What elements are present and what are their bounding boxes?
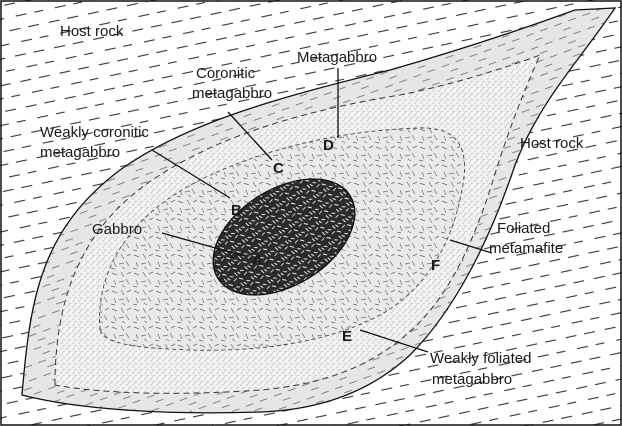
label-weakly-coronitic-line2: metagabbro	[40, 144, 120, 161]
label-host-rock-right: Host rock	[520, 135, 584, 152]
zone-letter-b: B	[231, 202, 242, 219]
label-gabbro: Gabbro	[92, 221, 142, 238]
zone-letter-f: F	[431, 257, 440, 274]
label-coronitic-line1: Coronitic	[196, 65, 256, 82]
label-weakly-foliated-line2: metagabbro	[432, 371, 512, 388]
label-host-rock-left: Host rock	[60, 23, 124, 40]
zone-letter-d: D	[323, 137, 334, 154]
label-weakly-foliated-line1: Weakly foliated	[430, 350, 531, 367]
label-metagabbro: Metagabbro	[297, 49, 377, 66]
zone-letter-c: C	[273, 160, 284, 177]
label-coronitic-line2: metagabbro	[192, 85, 272, 102]
zone-letter-e: E	[342, 328, 352, 345]
label-foliated-line2: metamafite	[489, 240, 563, 257]
label-weakly-coronitic-line1: Weakly coronitic	[40, 124, 149, 141]
zone-letter-a: A	[252, 252, 263, 269]
label-foliated-line1: Foliated	[497, 220, 550, 237]
